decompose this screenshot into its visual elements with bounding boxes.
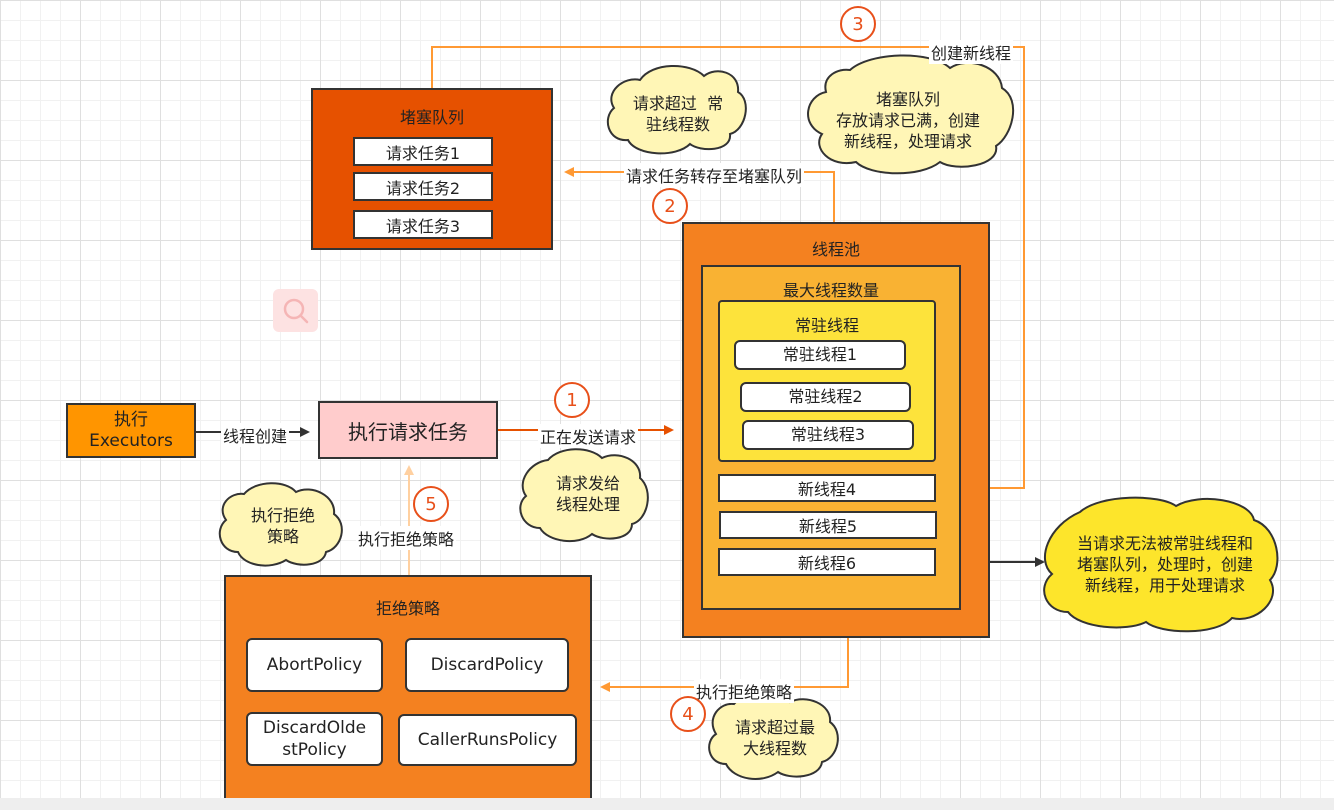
- max-threads-title: 最大线程数量: [782, 281, 879, 300]
- core-thread-1: 常驻线程1: [734, 340, 906, 370]
- edge-create-new-thread: [431, 46, 1025, 493]
- cloud-queue-full-text: 堵塞队列 存放请求已满，创建 新线程，处理请求: [808, 84, 1008, 156]
- cloud-exceeds-core-text: 请求超过 常 驻线程数: [616, 90, 740, 138]
- cloud-reject-strategy-text: 执行拒绝 策略: [224, 500, 342, 552]
- step-1-badge: 1: [554, 382, 590, 418]
- cloud-exceeds-core-line-2: 驻线程数: [645, 115, 710, 134]
- cloud-new-thread-note-line-3: 新线程，用于处理请求: [1084, 575, 1245, 595]
- discard-oldest-line-2: stPolicy: [282, 740, 347, 760]
- discard-oldest-policy: DiscardOlde stPolicy: [246, 712, 383, 766]
- label-execute-reject-left: 执行拒绝策略: [356, 526, 457, 550]
- cloud-new-thread-note: [1043, 496, 1279, 633]
- bottom-scroll-strip: [0, 798, 1334, 810]
- abort-policy: AbortPolicy: [246, 638, 383, 692]
- core-threads-title: 常驻线程: [794, 316, 859, 335]
- executors-box: 执行 Executors: [66, 403, 196, 458]
- new-thread-5: 新线程5: [719, 511, 937, 539]
- cloud-reject-strategy: [218, 482, 343, 567]
- search-icon[interactable]: [273, 289, 318, 332]
- label-transfer-to-queue: 请求任务转存至堵塞队列: [624, 163, 805, 187]
- step-3-badge: 3: [840, 6, 876, 42]
- executors-line-1: 执行: [114, 409, 148, 430]
- core-thread-3: 常驻线程3: [742, 420, 914, 450]
- execute-task-box: 执行请求任务: [318, 401, 498, 459]
- reject-policy-title: 拒绝策略: [375, 599, 440, 618]
- cloud-send-to-thread: [519, 448, 649, 543]
- discard-oldest-line-1: DiscardOlde: [262, 718, 367, 738]
- discard-policy: DiscardPolicy: [405, 638, 569, 692]
- new-thread-6: 新线程6: [718, 548, 936, 576]
- label-execute-reject-bottom: 执行拒绝策略: [694, 679, 795, 703]
- cloud-new-thread-note-text: 当请求无法被常驻线程和 堵塞队列，处理时，创建 新线程，用于处理请求: [1050, 528, 1280, 600]
- queue-task-2: 请求任务2: [353, 172, 493, 201]
- cloud-send-to-thread-text: 请求发给 线程处理: [526, 468, 650, 520]
- cloud-send-to-thread-line-2: 线程处理: [555, 495, 620, 514]
- cloud-queue-full-line-1: 堵塞队列: [875, 89, 940, 109]
- cloud-reject-strategy-line-1: 执行拒绝: [250, 506, 315, 525]
- cloud-reject-strategy-line-2: 策略: [266, 527, 299, 546]
- queue-task-3: 请求任务3: [353, 210, 493, 239]
- cloud-exceeds-max-text: 请求超过最 大线程数: [714, 712, 836, 764]
- step-2-badge: 2: [652, 188, 688, 224]
- cloud-exceeds-core-line-1: 请求超过 常: [632, 94, 724, 113]
- queue-task-1: 请求任务1: [353, 137, 493, 166]
- step-4-badge: 4: [670, 696, 706, 732]
- cloud-new-thread-note-line-1: 当请求无法被常驻线程和: [1076, 533, 1253, 553]
- cloud-new-thread-note-line-2: 堵塞队列，处理时，创建: [1076, 554, 1253, 574]
- label-sending-request: 正在发送请求: [538, 424, 639, 448]
- cloud-exceeds-max-line-2: 大线程数: [742, 739, 807, 758]
- cloud-queue-full-line-3: 新线程，处理请求: [843, 131, 972, 151]
- step-5-badge: 5: [413, 486, 449, 522]
- cloud-queue-full: [807, 54, 1014, 175]
- search-icon-glyph: [283, 298, 309, 324]
- cloud-queue-full-line-2: 存放请求已满，创建: [835, 110, 980, 130]
- core-thread-2: 常驻线程2: [740, 382, 911, 412]
- cloud-exceeds-core: [606, 64, 747, 155]
- executors-line-2: Executors: [89, 430, 173, 451]
- new-thread-4: 新线程4: [718, 474, 936, 502]
- blocking-queue-title: 堵塞队列: [399, 108, 464, 127]
- label-create-new-thread: 创建新线程: [929, 40, 1014, 64]
- cloud-send-to-thread-line-1: 请求发给: [555, 474, 620, 493]
- edge-reject-bottom: [600, 638, 849, 692]
- caller-runs-policy: CallerRunsPolicy: [398, 714, 577, 766]
- thread-pool-title: 线程池: [811, 240, 860, 259]
- cloud-exceeds-max-line-1: 请求超过最: [734, 718, 815, 737]
- label-create-thread: 线程创建: [221, 423, 290, 447]
